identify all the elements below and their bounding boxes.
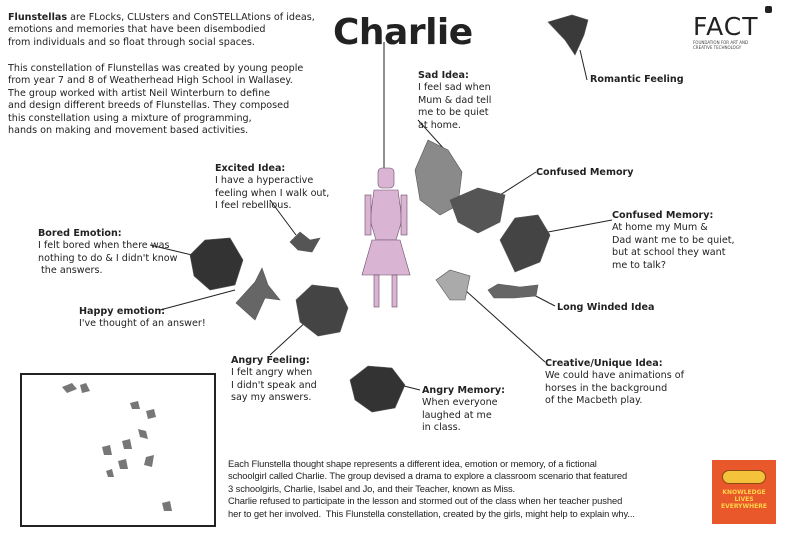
label-bored-emotion: Bored Emotion:I felt bored when there wa… — [38, 228, 178, 277]
label-angry-feeling: Angry Feeling:I felt angry when I didn't… — [231, 355, 317, 404]
long-winded-idea-shape — [487, 283, 539, 299]
logo-tagline: FOUNDATION FOR ART AND CREATIVE TECHNOLO… — [693, 40, 749, 50]
label-confused-memory-2: Confused Memory:At home my Mum & Dad wan… — [612, 210, 735, 271]
bored-emotion-shape — [189, 237, 244, 291]
confused-memory-2-shape — [499, 214, 551, 273]
label-happy-emotion: Happy emotion:I've thought of an answer! — [79, 306, 206, 330]
logo-name: FACT — [693, 12, 759, 41]
label-creative-idea: Creative/Unique Idea:We could have anima… — [545, 358, 685, 407]
constellation-overview-map — [20, 373, 216, 527]
happy-emotion-shape — [235, 267, 281, 321]
fact-logo: FACT FOUNDATION FOR ART AND CREATIVE TEC… — [693, 6, 772, 50]
intro-paragraph-1: Flunstellas are FLocks, CLUsters and Con… — [8, 12, 315, 48]
label-confused-memory: Confused Memory — [536, 167, 634, 178]
logo-dot-icon — [765, 6, 772, 13]
label-excited-idea: Excited Idea:I have a hyperactive feelin… — [215, 163, 330, 212]
label-romantic-feeling: Romantic Feeling — [590, 74, 684, 85]
label-sad-idea: Sad Idea:I feel sad when Mum & dad tell … — [418, 70, 492, 131]
sad-idea-shape — [414, 139, 463, 216]
angry-feeling-shape — [295, 284, 349, 337]
badge-text: KNOWLEDGE LIVES EVERYWHERE — [721, 489, 767, 510]
intro-paragraph-2: This constellation of Flunstellas was cr… — [8, 63, 304, 137]
excited-idea-shape — [289, 231, 321, 253]
knowledge-lives-everywhere-badge: KNOWLEDGE LIVES EVERYWHERE — [712, 460, 776, 524]
angry-memory-shape — [349, 365, 406, 413]
footer-text: Each Flunstella thought shape represents… — [228, 458, 635, 519]
creative-idea-shape — [435, 269, 471, 301]
sausage-icon — [722, 470, 766, 484]
label-angry-memory: Angry Memory:When everyone laughed at me… — [422, 385, 505, 434]
confused-memory-shape — [449, 187, 506, 234]
overview-shapes — [62, 383, 172, 511]
romantic-feeling-shape — [547, 14, 589, 56]
page-title: Charlie — [333, 12, 473, 53]
label-long-winded-idea: Long Winded Idea — [557, 302, 655, 313]
charlie-figure — [361, 167, 411, 308]
